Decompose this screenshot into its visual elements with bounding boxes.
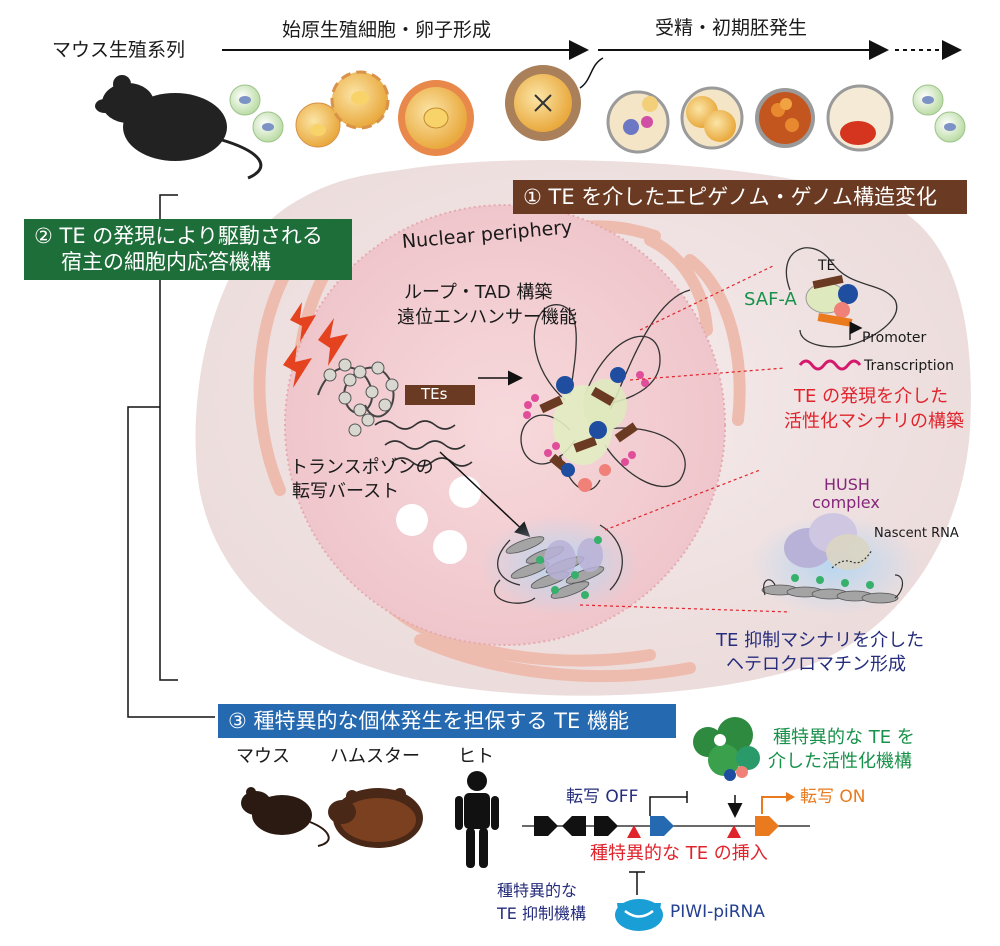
label-loop-line1: ループ・TAD 構築 [404, 282, 553, 303]
label-burst-line1: トランスポゾンの [290, 457, 434, 478]
label-piwi-pirna: PIWI-piRNA [670, 902, 765, 922]
repression-caption1: TE 抑制マシナリを介した [716, 630, 925, 651]
label-activation-line2: 介した活性化機構 [768, 751, 912, 772]
chromatin-loop-structure [520, 289, 691, 492]
section3-title: ③ 種特異的な個体発生を担保する TE 機能 [218, 704, 676, 739]
label-lineage: マウス生殖系列 [52, 39, 186, 61]
activation-caption1: TE の発現を介した [794, 386, 949, 407]
label-nascent-rna: Nascent RNA [874, 526, 959, 541]
mouse-icon [241, 787, 330, 847]
section2-line1: ② TE の発現により駆動される [34, 224, 323, 248]
activation-complex-icon [693, 717, 760, 781]
label-hush1: HUSH [824, 475, 870, 494]
heterochromatin-cluster [493, 524, 623, 604]
label-safa: SAF-A [744, 289, 797, 310]
section2-title: ② TE の発現により駆動される 宿主の細胞内応答機構 [24, 219, 352, 280]
label-transcription: Transcription [864, 358, 955, 374]
activation-caption2: 活性化マシナリの構築 [784, 411, 964, 432]
label-oogenesis: 始原生殖細胞・卵子形成 [282, 19, 492, 41]
label-species-hamster: ハムスター [330, 746, 420, 767]
label-species-human: ヒト [458, 746, 494, 767]
nucleolus-3 [433, 530, 467, 564]
chromatin-coil [317, 358, 399, 437]
nucleolus-2 [396, 504, 428, 536]
label-burst-line2: 転写バースト [292, 481, 400, 502]
section2-line2: 宿主の細胞内応答機構 [61, 250, 271, 275]
label-promoter: Promoter [862, 330, 927, 346]
hamster-icon [328, 788, 423, 848]
label-hush2: complex [812, 493, 880, 512]
germ-cell-series [229, 57, 966, 156]
label-loop-line2: 遠位エンハンサー機能 [397, 307, 577, 328]
section1-title: ① TE を介したエピゲノム・ゲノム構造変化 [513, 180, 967, 215]
transcript-squiggles [374, 420, 473, 467]
gene-track [522, 791, 810, 895]
label-transcription-on: 転写 ON [800, 787, 866, 807]
bracket-lines [127, 194, 215, 718]
label-transcription-off: 転写 OFF [566, 787, 639, 807]
label-te: TE [818, 258, 836, 274]
label-activation-line1: 種特異的な TE を [773, 727, 915, 748]
repression-caption2: ヘテロクロマチン形成 [726, 654, 906, 675]
mouse-silhouette-icon [95, 75, 263, 180]
label-tes: TEs [421, 385, 448, 403]
safa-inset [785, 247, 898, 371]
hush-inset [761, 513, 904, 604]
label-species-mouse: マウス [236, 746, 290, 767]
piwi-icon [615, 899, 663, 931]
nucleolus-1 [449, 476, 481, 508]
human-icon [455, 771, 499, 868]
stress-lightning-icons [283, 302, 348, 388]
nucleus-arrows [439, 370, 531, 538]
label-te-insertion: 種特異的な TE の挿入 [590, 843, 768, 864]
label-embryo: 受精・初期胚発生 [655, 17, 808, 39]
tes-tag [405, 385, 475, 405]
dotted-connectors [579, 264, 791, 613]
label-repression-line1: 種特異的な [497, 881, 578, 900]
label-repression-line2: TE 抑制機構 [497, 904, 586, 923]
